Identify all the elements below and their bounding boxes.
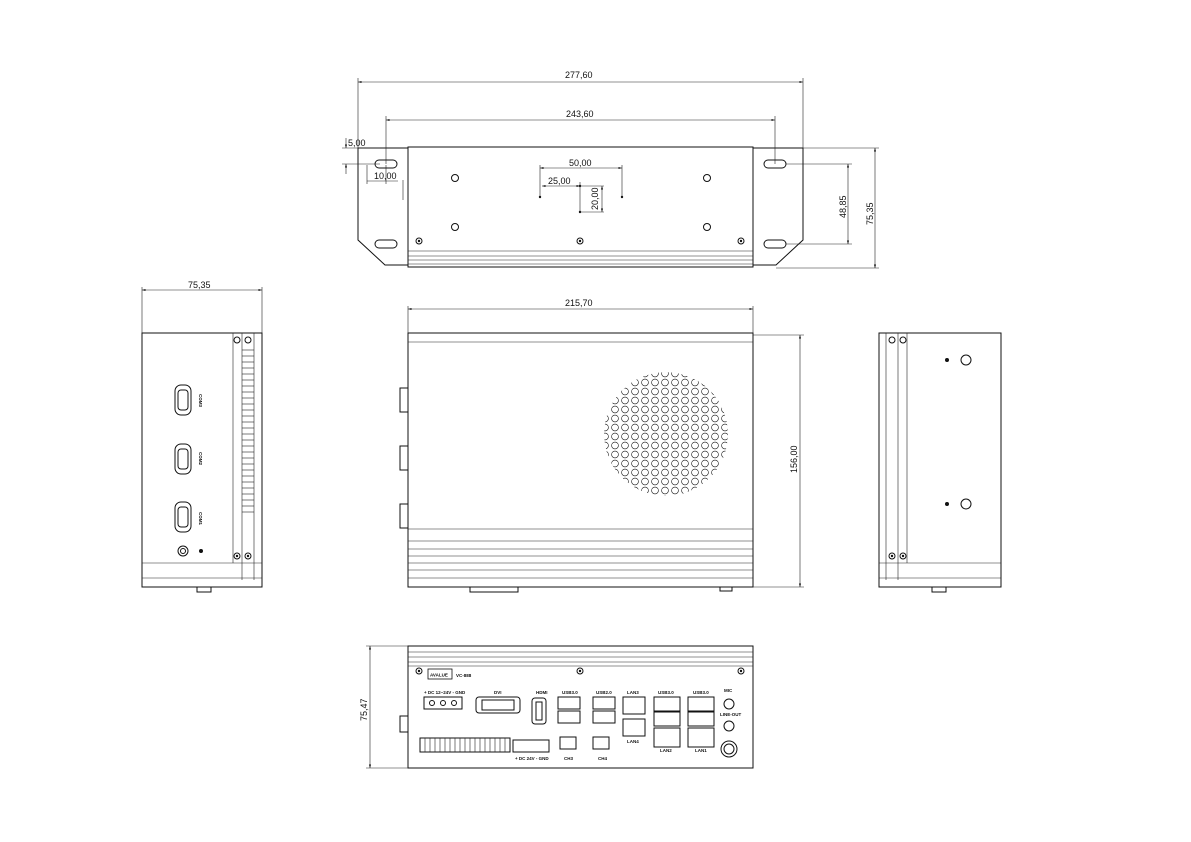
brand-logo	[427, 668, 453, 680]
usb-port	[653, 696, 681, 712]
dc-in-label: + DC 12~24V - GND	[424, 690, 466, 695]
com1-label: COM1	[198, 512, 203, 525]
dim-front-height: 156,00	[789, 445, 799, 473]
rear-view-body	[407, 645, 754, 769]
hdmi-label: HDMI	[536, 690, 548, 695]
usb-port	[592, 710, 616, 724]
dim-overall-width: 277,60	[565, 70, 593, 80]
usb-port	[557, 710, 581, 724]
lan3-port	[622, 696, 646, 715]
usb-port	[687, 696, 715, 712]
usb-port	[687, 711, 715, 727]
fan-grille	[604, 372, 728, 496]
usb-label-2: USB2.0	[596, 690, 612, 695]
dim-overall-height: 75,35	[865, 202, 875, 225]
com3-label: COM3	[198, 394, 203, 407]
right-view-body	[878, 332, 1002, 588]
mic-label: MIC	[724, 688, 733, 693]
brand-text: AVALUE	[430, 673, 448, 678]
usb-port	[557, 696, 581, 710]
dc-24-connector	[512, 739, 550, 753]
dvi-label: DVI	[494, 690, 502, 695]
ch3-label: CH3	[564, 756, 573, 761]
lan2-label: LAN2	[660, 748, 672, 753]
com2-label: COM2	[198, 452, 203, 465]
dim-rear-height: 75,47	[359, 698, 369, 721]
dim-vesa-vertical: 20,00	[590, 187, 600, 210]
ch4-connector	[592, 736, 610, 750]
right-side-view	[878, 332, 1002, 593]
usb-label-4: USB3.0	[693, 690, 709, 695]
model-text: VC-888	[456, 673, 472, 678]
lan1-port	[687, 727, 715, 748]
dim-vesa-wide: 50,00	[569, 158, 592, 168]
line-out-jack	[723, 720, 735, 732]
com2-connector	[174, 443, 192, 475]
ch4-label: CH4	[598, 756, 607, 761]
left-side-view: COM3 COM2 COM1 75,35	[141, 280, 263, 593]
mount-slot	[763, 239, 787, 249]
lan2-port	[653, 727, 681, 748]
mic-jack	[723, 698, 735, 710]
dvi-connector	[475, 696, 521, 714]
top-view-bracket	[357, 147, 409, 266]
hdmi-connector	[531, 697, 547, 725]
dc-24-label: + DC 24V - GND	[515, 756, 549, 761]
dim-front-width: 215,70	[565, 298, 593, 308]
dim-left-width: 75,35	[188, 280, 211, 290]
top-view: 50,00 25,00 20,00 277,60 243,60 5,00 10,…	[342, 70, 879, 269]
usb-label-1: USB3.0	[562, 690, 578, 695]
top-view-body	[407, 146, 754, 268]
dc-in-connector	[423, 696, 463, 710]
usb-port	[592, 696, 616, 710]
com3-connector	[174, 384, 192, 416]
lan3-label: LAN3	[627, 690, 639, 695]
com1-connector	[174, 501, 192, 533]
dim-vesa-narrow: 25,00	[548, 176, 571, 186]
usb-label-3: USB3.0	[658, 690, 674, 695]
lan1-label: LAN1	[695, 748, 707, 753]
usb-port	[653, 711, 681, 727]
ch3-connector	[559, 736, 577, 750]
front-view: 215,70 156,00	[399, 298, 804, 593]
dim-offset-x: 10,00	[374, 171, 397, 181]
lan4-label: LAN4	[627, 739, 639, 744]
dim-hole-spacing: 243,60	[566, 109, 594, 119]
dim-hole-height: 48,85	[838, 195, 848, 218]
power-button	[720, 740, 738, 758]
mount-slot	[374, 239, 398, 249]
rear-view: AVALUE VC-888 + DC 12~24V - GND DVI HDMI…	[359, 645, 754, 769]
dim-offset-y: 5,00	[348, 138, 366, 148]
line-out-label: LINE-OUT	[720, 712, 741, 717]
lan4-port	[622, 718, 646, 737]
